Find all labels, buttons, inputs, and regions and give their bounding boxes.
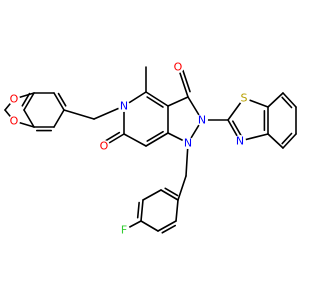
bond-F6-F1 xyxy=(175,199,179,222)
atom-background-N1 xyxy=(182,137,194,149)
double-bond-F5-F6 xyxy=(161,224,177,234)
atom-label-n-bzt: N xyxy=(236,135,244,148)
bond-T5-T6 xyxy=(282,133,297,149)
double-bond-C4-C3a xyxy=(146,96,164,108)
atom-background-O_left xyxy=(98,140,110,152)
bond-F4-F5 xyxy=(140,220,159,232)
double-bond-C7a-C7 xyxy=(146,130,164,142)
double-bond-B6-B1 xyxy=(21,92,31,107)
bond-C7-C6 xyxy=(123,133,147,147)
double-bond-T5-T6 xyxy=(281,132,293,145)
atom-background-O_top xyxy=(172,61,184,73)
atom-background-N5 xyxy=(118,100,130,112)
double-bond-C3-Otop xyxy=(182,69,191,93)
bond-B6-B1 xyxy=(23,92,35,111)
atom-label-o-left: O xyxy=(100,140,109,153)
atom-label-n1: N xyxy=(184,137,192,150)
atom-label-o-diox-a: O xyxy=(10,93,19,106)
atom-label-n2: N xyxy=(198,114,206,127)
double-bond-T3-T4 xyxy=(281,96,293,109)
bond-F2-F3 xyxy=(142,189,162,201)
double-bond-Cbz-Nbz xyxy=(232,120,243,138)
bond-C4-C3a xyxy=(145,91,169,107)
bond-B2-B3 xyxy=(53,92,65,111)
bond-F1-F2 xyxy=(160,189,179,201)
double-bond-F3-F4 xyxy=(136,201,140,219)
double-bond-B2-B3 xyxy=(57,92,67,107)
atom-background-S_bzt xyxy=(238,92,250,104)
atom-background-F xyxy=(118,224,130,236)
atom-label-o-top: O xyxy=(174,61,183,74)
atom-label-o-diox-b: O xyxy=(10,115,19,128)
bond-C3a-C3 xyxy=(167,96,189,107)
double-bond-F1-F2 xyxy=(164,187,179,197)
bond-C7a-C7 xyxy=(145,132,169,147)
atom-label-n5: N xyxy=(120,100,128,113)
double-bond-C6-Oleft xyxy=(104,131,121,143)
atom-background-O_diox_a xyxy=(8,93,20,105)
atom-label-s-bzt: S xyxy=(241,92,248,105)
atom-background-O_diox_b xyxy=(8,115,20,127)
bond-B3-B4 xyxy=(53,109,65,128)
bond-CH2b-F1 xyxy=(177,175,187,201)
atom-background-N_bzt xyxy=(234,135,246,147)
atom-background-N2 xyxy=(196,114,208,126)
bond-B5-B6 xyxy=(23,109,35,128)
bond-T6-T2 xyxy=(267,133,284,149)
bond-F3-F4 xyxy=(140,199,144,222)
bond-T1-T3 xyxy=(267,92,284,108)
atom-label-f: F xyxy=(121,224,127,237)
bond-layer xyxy=(4,66,297,234)
bond-B3-CH2a xyxy=(63,109,95,120)
bond-T3-T4 xyxy=(282,92,297,108)
bond-F5-F6 xyxy=(157,220,177,232)
